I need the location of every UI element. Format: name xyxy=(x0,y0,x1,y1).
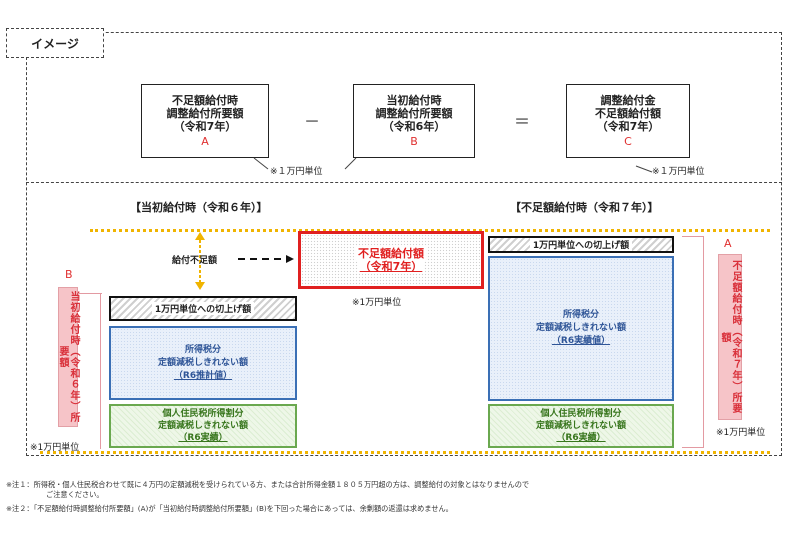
formula-box-c: 調整給付金 不足額給付額 （令和7年） C xyxy=(566,84,690,158)
formula-box-b-line1: 当初給付時 xyxy=(386,94,442,107)
formula-box-b-letter: B xyxy=(410,135,418,148)
left-blue-line1: 所得税分 xyxy=(184,344,221,355)
left-green-line2: 定額減税しきれない額 xyxy=(157,421,248,431)
right-blue-line2: 定額減税しきれない額 xyxy=(535,323,626,333)
right-bracket xyxy=(682,236,704,448)
left-green-line1: 個人住民税所得割分 xyxy=(162,409,244,419)
formula-box-c-line1: 調整給付金 xyxy=(600,94,656,107)
unit-note-ab: ※１万円単位 xyxy=(270,167,323,177)
formula-box-a: 不足額給付時 調整給付所要額 （令和7年） A xyxy=(141,84,269,158)
left-heading: 【当初給付時（令和６年）】 xyxy=(130,201,268,214)
image-label-tab: イメージ xyxy=(6,28,104,58)
right-roundup-label: 1万円単位への切上げ額 xyxy=(529,238,633,251)
left-resident-tax-box: 個人住民税所得割分 定額減税しきれない額 （R6実績） xyxy=(109,404,297,448)
right-income-tax-box: 所得税分 定額減税しきれない額 （R6実績値） xyxy=(488,256,674,401)
note-leader-b xyxy=(344,157,357,170)
right-roundup-box: 1万円単位への切上げ額 xyxy=(488,236,674,253)
footnote-1-cont: ご注意ください。 xyxy=(46,490,104,499)
right-green-line3: （R6実績） xyxy=(556,433,606,443)
left-letter-b: B xyxy=(65,268,73,281)
shortfall-arrow-down xyxy=(195,282,205,290)
right-unit-note: ※1万円単位 xyxy=(716,428,766,438)
left-roundup-label: 1万円単位への切上げ額 xyxy=(151,302,255,315)
formula-box-c-line3: （令和7年） xyxy=(596,120,660,133)
left-vertical-label: 当初給付時（令和６年）所要額 xyxy=(57,287,79,427)
right-heading: 【不足額給付時（令和７年）】 xyxy=(510,201,659,214)
shortfall-arrow-up xyxy=(195,232,205,240)
footnote-2: ※注２：「不足額給付時調整給付所要額」(A)が「当初給付時調整給付所要額」(B)… xyxy=(6,504,453,513)
note-leader-a xyxy=(253,157,269,170)
shortfall-label: 給付不足額 xyxy=(172,256,218,266)
formula-box-c-line2: 不足額給付額 xyxy=(595,107,661,120)
formula-box-b-line2: 調整給付所要額 xyxy=(375,107,453,120)
shortfall-amount-box: 不足額給付額 （令和7年） xyxy=(298,231,484,289)
formula-box-a-line3: （令和7年） xyxy=(173,120,237,133)
formula-box-a-letter: A xyxy=(201,135,209,148)
formula-box-c-letter: C xyxy=(624,135,632,148)
left-blue-line3: （R6推計値） xyxy=(173,370,233,381)
right-letter-a: A xyxy=(724,237,732,250)
left-green-line3: （R6実績） xyxy=(178,433,228,443)
right-blue-line3: （R6実績値） xyxy=(551,336,611,346)
formula-box-a-line2: 調整給付所要額 xyxy=(166,107,244,120)
left-bracket-top xyxy=(78,293,102,294)
note-leader-c xyxy=(635,165,653,173)
top-level-dotted-line xyxy=(90,229,770,232)
equals-operator: ＝ xyxy=(514,112,531,131)
shortfall-box-line1: 不足額給付額 xyxy=(356,247,426,260)
formula-box-a-line1: 不足額給付時 xyxy=(172,94,238,107)
left-income-tax-box: 所得税分 定額減税しきれない額 （R6推計値） xyxy=(109,326,297,400)
left-unit-note: ※1万円単位 xyxy=(30,443,80,453)
formula-box-b-line3: （令和6年） xyxy=(382,120,446,133)
left-bracket-side xyxy=(100,293,101,449)
shortfall-arrowhead xyxy=(286,255,294,263)
outer-dashed-frame xyxy=(26,32,782,456)
footnote-1: ※注１：所得税・個人住民税合わせて既に４万円の定額減税を受けられている方、または… xyxy=(6,480,530,489)
formula-box-b: 当初給付時 調整給付所要額 （令和6年） B xyxy=(353,84,475,158)
unit-note-c: ※１万円単位 xyxy=(652,167,705,177)
middle-unit-note: ※1万円単位 xyxy=(352,298,402,308)
minus-operator: － xyxy=(304,112,321,131)
right-green-line1: 個人住民税所得割分 xyxy=(540,409,622,419)
bottom-level-dotted-line xyxy=(40,451,770,454)
section-divider xyxy=(26,182,782,184)
shortfall-box-line2: （令和7年） xyxy=(357,260,425,273)
right-resident-tax-box: 個人住民税所得割分 定額減税しきれない額 （R6実績） xyxy=(488,404,674,448)
right-vertical-label: 不足額給付時（令和７年）所要額 xyxy=(718,254,742,420)
left-roundup-box: 1万円単位への切上げ額 xyxy=(109,296,297,321)
right-blue-line1: 所得税分 xyxy=(562,310,599,320)
left-blue-line2: 定額減税しきれない額 xyxy=(157,357,248,368)
right-green-line2: 定額減税しきれない額 xyxy=(535,421,626,431)
